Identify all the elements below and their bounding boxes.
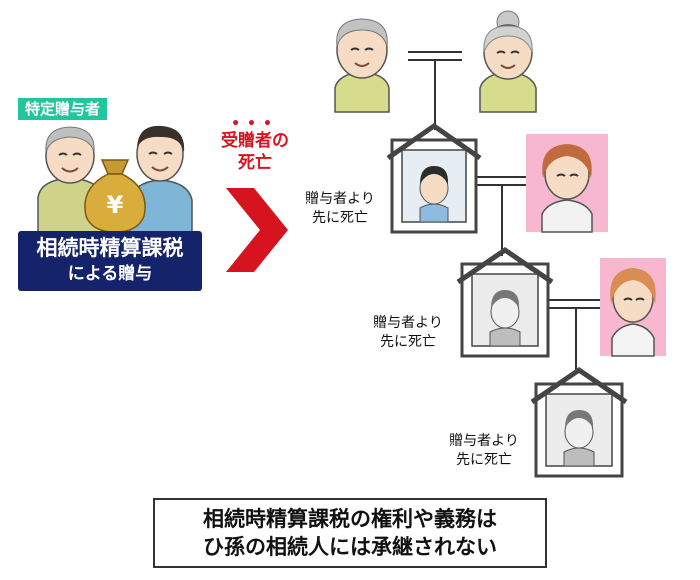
conclusion-line2: ひ孫の相続人には承継されない (203, 535, 497, 559)
family-tree (334, 10, 666, 478)
gift-method-line2: による贈与 (67, 264, 153, 284)
death-note-2-line2: 先に死亡 (380, 334, 436, 350)
event-title-line2: 死亡 (238, 153, 272, 173)
memorial-frame-icon (530, 366, 628, 478)
event-title-line1: 受贈者の (221, 131, 289, 151)
memorial-frame-icon (386, 122, 482, 234)
grandpa-icon (37, 126, 103, 236)
gift-scene: ¥ (37, 125, 193, 236)
wife-icon (600, 258, 666, 357)
death-note-1: 贈与者より 先に死亡 (296, 190, 384, 228)
grandchild-receiver-icon (129, 125, 193, 236)
death-note-3-line1: 贈与者より (449, 433, 519, 449)
great-grandma-icon (479, 10, 537, 113)
conclusion-line1: 相続時精算課税の権利や義務は (203, 507, 497, 531)
death-note-2-line1: 贈与者より (373, 315, 443, 331)
money-bag-icon: ¥ (84, 159, 146, 233)
gift-method-line1: 相続時精算課税 (36, 236, 184, 260)
wife-icon (526, 134, 608, 233)
great-grandpa-icon (334, 18, 390, 113)
emphasis-dots: ••• (231, 116, 279, 132)
event-title: ••• 受贈者の 死亡 (200, 116, 310, 174)
death-note-3-line2: 先に死亡 (456, 452, 512, 468)
death-note-2: 贈与者より 先に死亡 (364, 314, 452, 352)
yen-symbol: ¥ (107, 191, 124, 219)
memorial-frame-icon (456, 246, 554, 358)
specific-giver-badge: 特定贈与者 (18, 98, 108, 120)
chevron-right-icon (226, 188, 288, 272)
conclusion-box: 相続時精算課税の権利や義務は ひ孫の相続人には承継されない (153, 498, 547, 568)
death-note-1-line2: 先に死亡 (312, 210, 368, 226)
death-note-3: 贈与者より 先に死亡 (440, 432, 528, 470)
death-note-1-line1: 贈与者より (305, 191, 375, 207)
tree-lines (408, 51, 600, 372)
gift-method-label: 相続時精算課税 による贈与 (18, 231, 202, 291)
